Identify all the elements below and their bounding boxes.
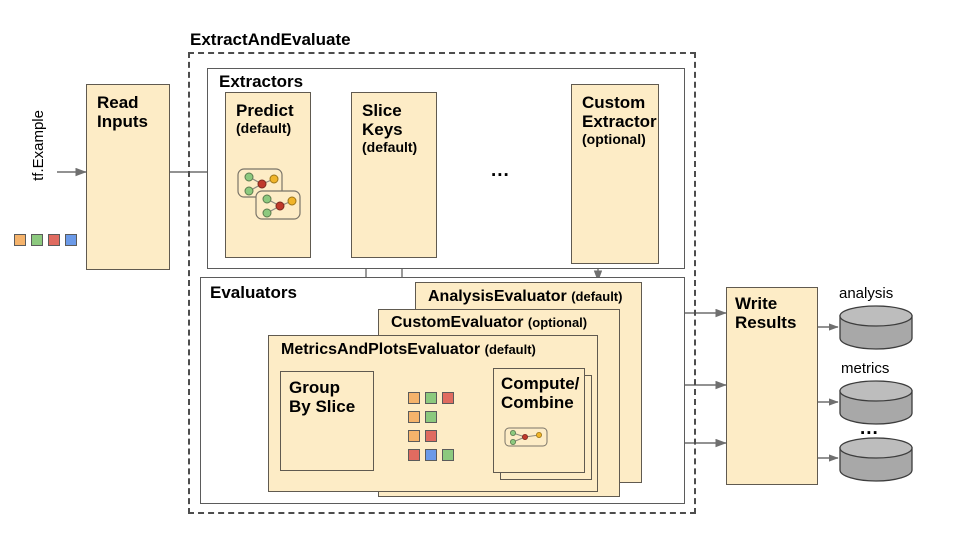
swatch-blue [65,234,77,246]
compute-combine-node[interactable]: Compute/ Combine [493,368,585,473]
custom-extractor-title-line2: Extractor [582,112,657,131]
predict-title: Predict [236,101,294,120]
input-label: tf.Example [30,110,47,181]
analysis-evaluator-title: AnalysisEvaluator [428,288,567,305]
extractor-node-predict[interactable]: Predict (default) [225,92,311,258]
slice-swatch [425,392,437,404]
compute-combine-title-line1: Compute/ [501,374,580,393]
output-label-metrics: metrics [841,360,890,377]
custom-extractor-title-line1: Custom [582,93,646,112]
extract-and-evaluate-label: ExtractAndEvaluate [190,30,351,49]
extractor-node-custom[interactable]: Custom Extractor (optional) [571,84,659,264]
extractors-label: Extractors [219,72,304,91]
group-by-slice-title-line2: By Slice [289,397,356,416]
slice-swatch [408,430,420,442]
datastore-more[interactable] [838,437,914,483]
slice-swatch [425,449,437,461]
read-inputs-title-line1: Read [97,93,139,112]
metrics-evaluator-title: MetricsAndPlotsEvaluator [281,341,481,358]
read-inputs-node[interactable]: Read Inputs [86,84,170,270]
extractors-ellipsis: ... [491,160,510,181]
write-results-node[interactable]: Write Results [726,287,818,485]
predict-subtitle: (default) [236,120,292,136]
metrics-evaluator-subtitle: (default) [484,342,536,357]
extractor-node-slice-keys[interactable]: Slice Keys (default) [351,92,437,258]
group-by-slice-title-line1: Group [289,378,340,397]
write-results-title-line1: Write [735,294,778,313]
slice-keys-title-line2: Keys [362,120,403,139]
swatch-red [48,234,60,246]
slice-swatch [442,449,454,461]
slice-keys-title-line1: Slice [362,101,402,120]
compute-combine-title-line2: Combine [501,393,574,412]
read-inputs-title-line2: Inputs [97,112,148,131]
swatch-green [31,234,43,246]
model-graph-icon [237,168,301,220]
extract-and-evaluate-region [188,52,696,514]
slice-swatch [442,392,454,404]
analysis-evaluator-subtitle: (default) [571,289,623,304]
slice-swatch [425,430,437,442]
output-label-analysis: analysis [839,285,894,302]
slice-swatch [425,411,437,423]
datastore-analysis[interactable] [838,305,914,351]
group-by-slice-node[interactable]: Group By Slice [280,371,374,471]
custom-extractor-subtitle: (optional) [582,131,646,147]
slice-swatch [408,411,420,423]
custom-evaluator-title: CustomEvaluator [391,314,524,331]
custom-evaluator-subtitle: (optional) [527,315,588,330]
write-results-title-line2: Results [735,313,797,332]
output-label-more: ... [860,418,879,439]
slice-swatch [408,449,420,461]
slice-swatch [408,392,420,404]
plot-graph-icon [504,427,548,447]
swatch-orange [14,234,26,246]
evaluators-label: Evaluators [210,283,297,302]
datastore-metrics[interactable] [838,380,914,426]
slice-keys-subtitle: (default) [362,139,418,155]
